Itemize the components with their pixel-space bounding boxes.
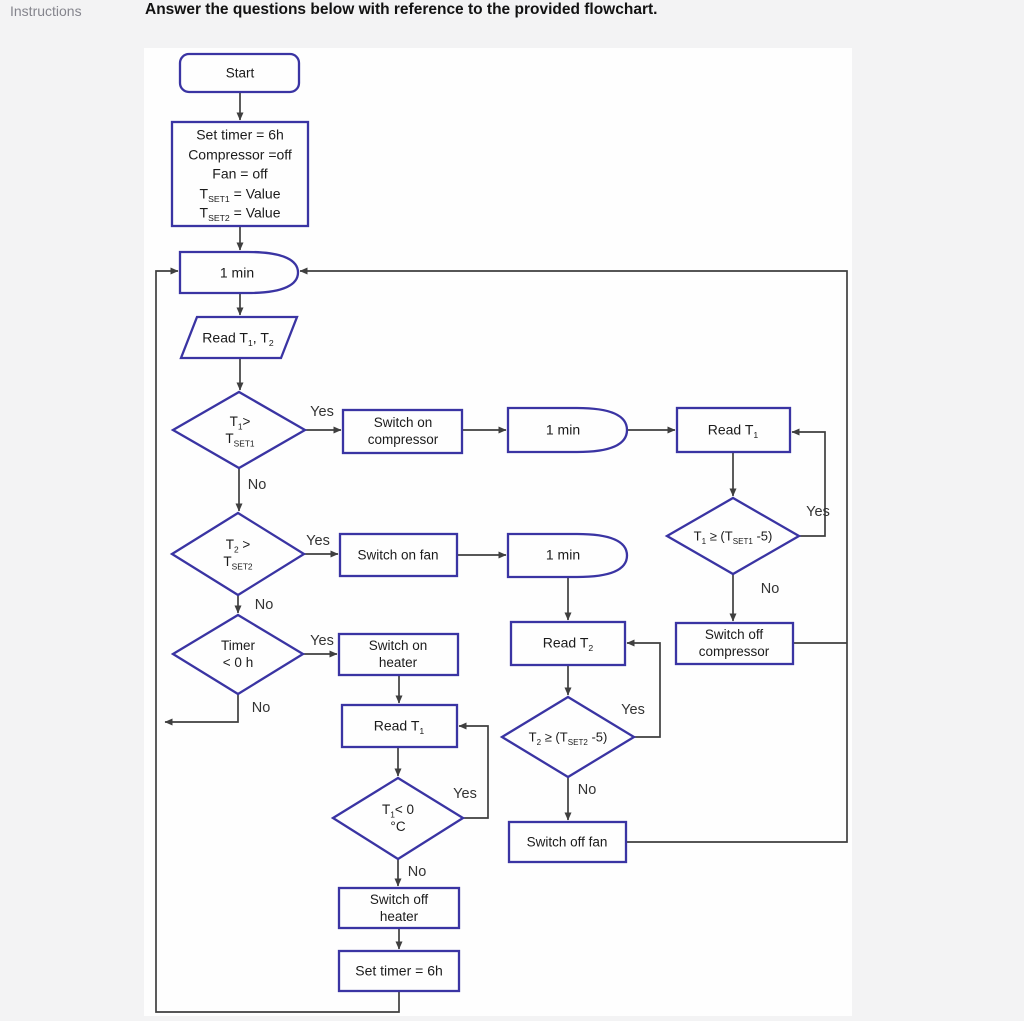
shape-decision-t2 (169, 511, 307, 597)
edge-label-no-timer: No (251, 700, 271, 716)
shape-start (178, 52, 301, 94)
shape-decision-t1 (170, 390, 308, 470)
node-read-t2-label: Read T2 (542, 634, 594, 654)
node-switch-off-fan-label: Switch off fan (526, 834, 608, 850)
node-switch-on-fan-label: Switch on fan (357, 547, 439, 563)
shape-switch-off-fan (507, 820, 628, 864)
node-decision-t2-label: T2 >TSET2 (223, 537, 253, 572)
shape-delay-fan (506, 532, 629, 579)
shape-read-t1-t2 (179, 315, 299, 360)
edge-fan-hys-yes-loop (626, 639, 661, 738)
edge-freeze-yes-loop (458, 722, 489, 819)
edge-label-no-compressor: No (247, 477, 267, 493)
node-delay-compressor-label: 1 min (545, 421, 581, 438)
edge-label-yes-freeze: Yes (453, 786, 477, 802)
node-delay-main-label: 1 min (219, 264, 255, 281)
node-read-t1-heater-label: Read T1 (373, 717, 425, 737)
shape-switch-off-compressor (674, 621, 795, 666)
shape-decision-t2-hysteresis (499, 695, 637, 779)
shape-delay-main (178, 250, 300, 295)
shape-init (170, 120, 310, 228)
edge-timer-no-loop (164, 694, 239, 726)
node-decision-t2-hysteresis-label: T2 ≥ (TSET2 -5) (528, 729, 608, 748)
edge-label-yes-compressor: Yes (310, 404, 334, 420)
node-read-t1-compressor-label: Read T1 (707, 421, 759, 441)
edge-right-return (299, 267, 848, 843)
shape-switch-on-heater (337, 632, 460, 677)
shape-decision-t1-hysteresis (664, 496, 802, 576)
shape-decision-t1-freeze (330, 776, 466, 861)
shape-read-t1-heater (340, 703, 459, 749)
edge-label-yes-timer: Yes (310, 633, 334, 649)
edge-bottom-return (155, 267, 400, 1013)
edge-comp-hys-yes-loop (791, 428, 826, 537)
node-delay-fan-label: 1 min (545, 546, 581, 563)
edge-label-no-fan: No (254, 597, 274, 613)
header: Instructions Answer the questions below … (0, 0, 1024, 40)
edge-label-no-comp-hysteresis: No (760, 581, 780, 597)
node-decision-t1-freeze-label: T1< 0°C (381, 802, 415, 834)
shape-switch-on-compressor (341, 408, 464, 455)
shape-delay-compressor (506, 406, 629, 454)
shape-switch-on-fan (338, 532, 459, 578)
node-decision-timer-label: Timer< 0 h (221, 638, 255, 670)
shape-switch-off-heater (337, 886, 461, 930)
node-start-label: Start (225, 65, 255, 81)
node-read-t1-t2-label: Read T1, T2 (202, 329, 274, 349)
edge-label-yes-fan: Yes (306, 533, 330, 549)
shape-read-t2 (509, 620, 627, 667)
edge-label-yes-comp-hysteresis: Yes (806, 504, 830, 520)
instructions-label: Instructions (10, 3, 82, 19)
prompt-text: Answer the questions below with referenc… (145, 1, 658, 18)
node-set-timer-reset-label: Set timer = 6h (355, 962, 443, 979)
node-decision-t1-hysteresis-label: T1 ≥ (TSET1 -5) (693, 528, 773, 547)
shape-set-timer-reset (337, 949, 461, 993)
shape-decision-timer (170, 613, 306, 696)
shape-read-t1-compressor (675, 406, 792, 454)
edge-label-no-freeze: No (407, 864, 427, 880)
edge-label-yes-fan-hysteresis: Yes (621, 702, 645, 718)
node-decision-t1-label: T1>TSET1 (225, 414, 255, 449)
edge-label-no-fan-hysteresis: No (577, 782, 597, 798)
